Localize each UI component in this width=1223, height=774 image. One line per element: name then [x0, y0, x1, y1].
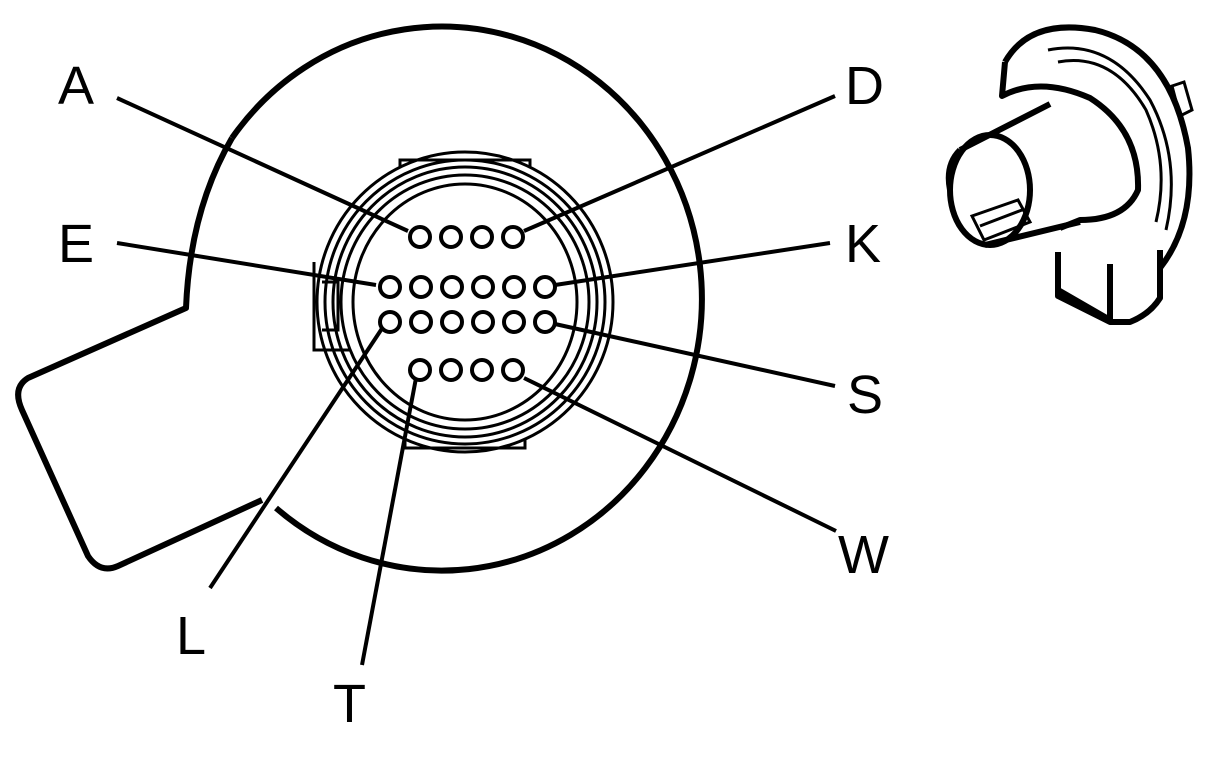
pin-cavity-r2-c4 [471, 275, 495, 299]
leader-lines [116, 94, 837, 666]
pin-cavity-r2-c2 [409, 275, 433, 299]
pin-cavity-r4-c4 [501, 358, 525, 382]
connector-housing-outline [15, 23, 705, 574]
pin-label-a: A [58, 56, 94, 116]
seal-ring-5 [351, 182, 579, 422]
side-terminal [1170, 80, 1194, 119]
leader-line-s [554, 322, 836, 388]
seal-rings [312, 150, 615, 454]
pin-label-d: D [845, 56, 884, 116]
pin-cavities [378, 225, 557, 382]
pin-cavity-r3-c2 [409, 310, 433, 334]
leader-line-d [523, 94, 836, 233]
seal-ring-3 [331, 165, 599, 439]
flange-inner-ring [1047, 46, 1173, 231]
housing-tab-outline [15, 136, 264, 572]
pin-cavity-r1-c3 [470, 225, 494, 249]
leader-line-w [523, 376, 837, 533]
pin-label-k: K [845, 214, 881, 274]
pin-cavity-r1-c1 [408, 225, 432, 249]
leader-line-t [360, 377, 418, 666]
seal-ring-4 [339, 173, 591, 431]
pin-cavity-r2-c1 [378, 275, 402, 299]
pin-label-s: S [847, 365, 883, 425]
lower-housing [1055, 250, 1163, 323]
pin-cavity-r3-c1 [378, 310, 402, 334]
pin-cavity-r4-c3 [470, 358, 494, 382]
pin-cavity-r2-c5 [502, 275, 526, 299]
left-latch [312, 262, 350, 352]
housing-main-arc [229, 23, 705, 574]
leader-line-e [116, 241, 377, 287]
pin-cavity-r3-c3 [440, 310, 464, 334]
leader-line-a [116, 96, 409, 233]
seal-ring-2 [323, 158, 607, 446]
barrel-outline [999, 61, 1142, 231]
latch-slot [969, 198, 1033, 242]
pin-cavity-r3-c5 [502, 310, 526, 334]
pin-label-l: L [176, 606, 206, 666]
pin-label-e: E [58, 214, 94, 274]
top-key-notch [398, 158, 532, 168]
pin-cavity-r2-c3 [440, 275, 464, 299]
pin-cavity-r1-c4 [501, 225, 525, 249]
seal-ring-1 [315, 150, 615, 454]
pin-cavity-r3-c6 [533, 310, 557, 334]
connector-isometric-view [945, 24, 1194, 325]
leader-line-l [208, 325, 385, 590]
pin-cavity-r3-c4 [471, 310, 495, 334]
pin-label-w: W [838, 525, 889, 585]
flange-outline [1002, 24, 1193, 325]
pin-cavity-r4-c1 [408, 358, 432, 382]
pin-labels: A D E K L S T W [58, 56, 889, 734]
barrel-body [945, 101, 1081, 248]
pin-label-t: T [333, 674, 366, 734]
leader-line-k [554, 241, 831, 287]
pin-cavity-r4-c2 [439, 358, 463, 382]
pin-cavity-r2-c6 [533, 275, 557, 299]
pin-cavity-r1-c2 [439, 225, 463, 249]
flange-inner-ring-2 [1057, 59, 1163, 223]
